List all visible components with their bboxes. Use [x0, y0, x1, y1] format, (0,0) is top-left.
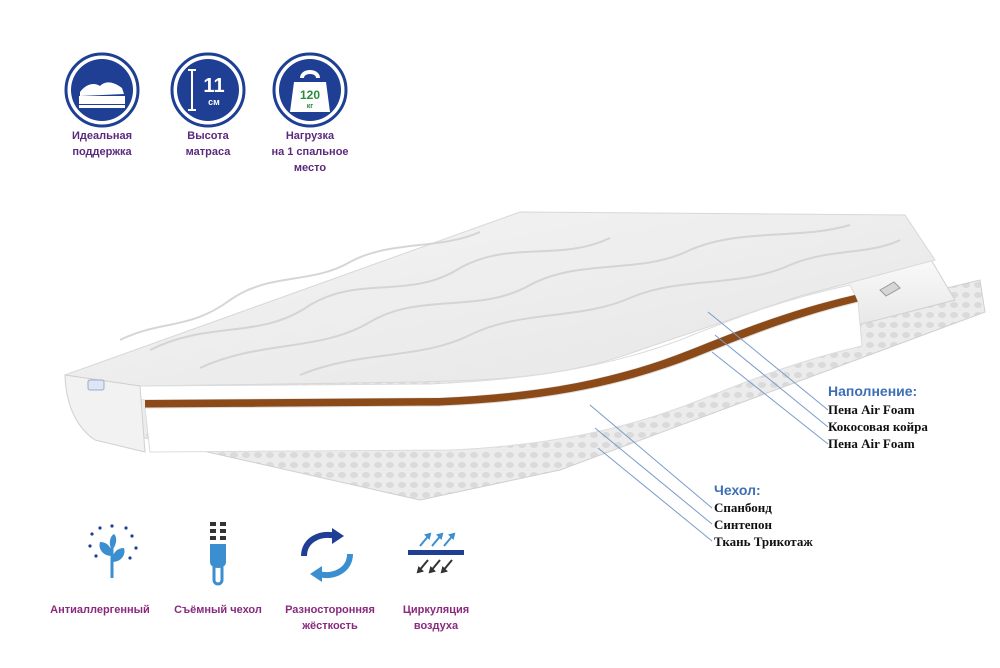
support-label: Идеальная поддержка: [71, 130, 133, 158]
cover-item: Спанбонд: [714, 500, 772, 515]
mattress-top: [64, 211, 936, 387]
load-value: 120: [300, 88, 320, 102]
height-badge: 11 см: [170, 52, 246, 128]
support-badge: [64, 52, 140, 128]
height-label: Высота матраса: [185, 130, 231, 158]
antiallergenic-label: Антиаллергенный: [50, 604, 150, 616]
cover-title: Чехол:: [714, 482, 761, 498]
cover-item: Ткань Трикотаж: [714, 534, 813, 549]
mattress-side-left: [64, 374, 146, 453]
height-unit: см: [208, 97, 220, 107]
antiallergenic-icon: [88, 524, 138, 578]
foam-bottom-layer: [144, 301, 863, 453]
air-circulation-icon: [408, 532, 464, 574]
filling-title: Наполнение:: [828, 383, 918, 399]
zipper-icon: [210, 522, 226, 586]
leader-lines: [589, 311, 829, 542]
load-badge: 120 кг: [272, 52, 348, 128]
load-unit: кг: [307, 103, 314, 110]
height-value: 11: [203, 75, 224, 97]
height-icon: 11 см: [170, 52, 246, 128]
weight-icon: 120 кг: [272, 52, 348, 128]
brand-tag-left: [87, 379, 105, 391]
filling-item: Кокосовая койра: [828, 419, 928, 434]
cover-item: Синтепон: [714, 517, 773, 532]
mattress-support-icon: [64, 52, 140, 128]
load-label: Нагрузка на 1 спальное место: [271, 130, 349, 174]
zipper-pull-right: [879, 281, 901, 297]
air-circulation-label: Циркуляция воздуха: [402, 604, 470, 632]
filling-item: Пена Air Foam: [828, 402, 915, 417]
reversible-label: Разносторонняя жёсткость: [285, 604, 375, 632]
zipper-label: Съёмный чехол: [174, 604, 262, 616]
filling-item: Пена Air Foam: [828, 436, 915, 451]
reversible-icon: [301, 528, 353, 582]
